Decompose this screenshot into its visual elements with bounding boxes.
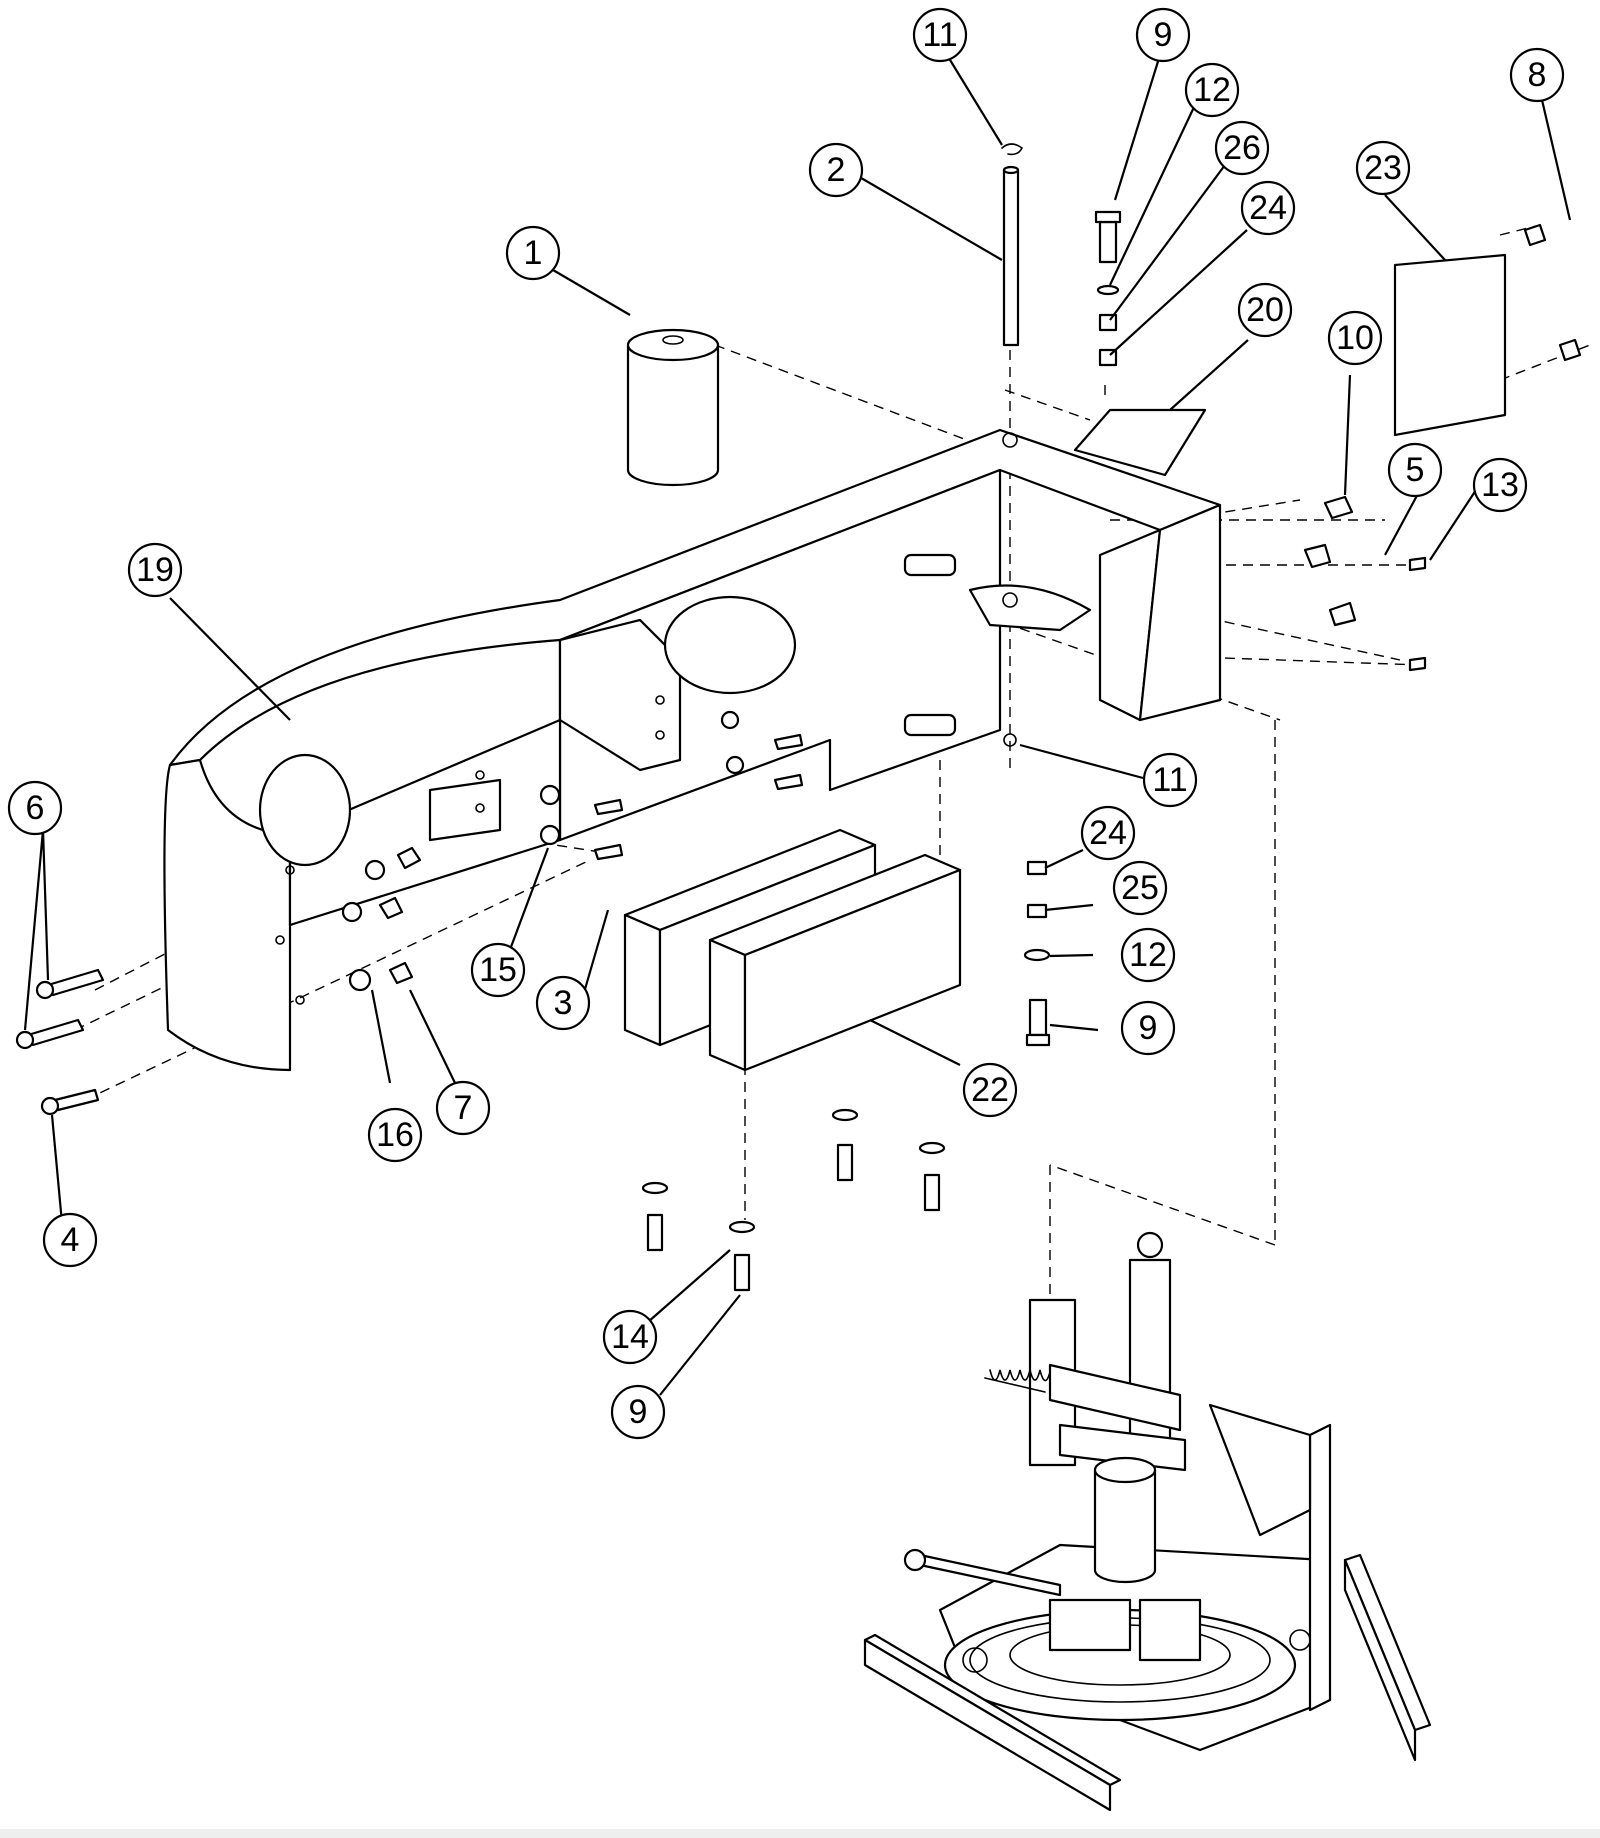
callout-label: 14 — [611, 1318, 649, 1356]
part-22-weights — [623, 828, 962, 1072]
callout-9-top: 9 — [1135, 7, 1191, 63]
callout-label: 11 — [922, 16, 957, 54]
callout-label: 15 — [479, 951, 517, 989]
callout-24-bottom: 24 — [1080, 805, 1136, 861]
part-20-plate — [1073, 408, 1207, 477]
callout-label: 24 — [1249, 189, 1287, 227]
callout-label: 12 — [1129, 936, 1167, 974]
callout-24-top: 24 — [1240, 180, 1296, 236]
callout-label: 2 — [827, 151, 846, 189]
callout-label: 9 — [1154, 16, 1173, 54]
bolt-stack-top — [1094, 210, 1122, 367]
callout-8: 8 — [1509, 47, 1565, 103]
callout-label: 19 — [136, 551, 174, 589]
callout-label: 4 — [61, 1221, 80, 1259]
callout-label: 11 — [1152, 761, 1187, 799]
callout-label: 6 — [26, 789, 45, 827]
part-1-cylinder — [626, 328, 720, 487]
bottom-edge-bar — [0, 1829, 1600, 1838]
callout-6: 6 — [7, 780, 63, 836]
callout-label: 23 — [1364, 149, 1402, 187]
lower-pivot-stack — [1023, 860, 1051, 1047]
callout-23: 23 — [1355, 140, 1411, 196]
main-frame-weldment — [163, 428, 1222, 1072]
callout-9-mid: 9 — [1120, 1000, 1176, 1056]
callout-label: 25 — [1121, 869, 1159, 907]
callout-20: 20 — [1237, 282, 1293, 338]
callout-12-top: 12 — [1184, 62, 1240, 118]
callout-9-bottom: 9 — [610, 1384, 666, 1440]
side-bolts — [1303, 495, 1427, 672]
front-bolts-and-nuts — [15, 710, 804, 1116]
callout-11-bottom: 11 — [1142, 752, 1198, 808]
callout-label: 8 — [1528, 56, 1547, 94]
callout-label: 13 — [1481, 466, 1519, 504]
callout-13: 13 — [1472, 457, 1528, 513]
callout-label: 20 — [1246, 291, 1284, 329]
callout-label: 22 — [971, 1071, 1009, 1109]
callout-7: 7 — [435, 1080, 491, 1136]
part-11-clip-top — [1001, 143, 1024, 156]
callout-19: 19 — [127, 542, 183, 598]
turntable-assembly — [863, 1231, 1432, 1812]
callout-label: 10 — [1336, 319, 1374, 357]
part-23-cover-plate — [1393, 223, 1582, 437]
part-2-pin — [1002, 165, 1020, 347]
leader-lines — [23, 54, 1572, 1396]
callout-label: 24 — [1089, 814, 1127, 852]
callout-label: 16 — [376, 1116, 414, 1154]
lower-screws — [641, 1108, 946, 1292]
callout-label: 3 — [554, 984, 573, 1022]
callout-5: 5 — [1387, 442, 1443, 498]
callout-12-bottom: 12 — [1120, 927, 1176, 983]
callout-2: 2 — [808, 142, 864, 198]
callout-label: 9 — [629, 1393, 648, 1431]
callout-16: 16 — [367, 1107, 423, 1163]
callout-11-top: 11 — [912, 7, 968, 63]
callout-10: 10 — [1327, 310, 1383, 366]
callout-label: 1 — [524, 234, 543, 272]
callout-26: 26 — [1214, 120, 1270, 176]
callout-1: 1 — [505, 225, 561, 281]
callout-label: 26 — [1223, 129, 1261, 167]
spring-coils — [989, 1369, 1051, 1382]
callout-label: 9 — [1139, 1009, 1158, 1047]
callout-label: 7 — [454, 1089, 473, 1127]
callout-3: 3 — [535, 975, 591, 1031]
callout-label: 12 — [1193, 71, 1231, 109]
callout-22: 22 — [962, 1062, 1018, 1118]
callout-4: 4 — [42, 1212, 98, 1268]
callout-14: 14 — [602, 1309, 658, 1365]
callout-15: 15 — [470, 942, 526, 998]
callout-label: 5 — [1406, 451, 1425, 489]
callout-25: 25 — [1112, 860, 1168, 916]
